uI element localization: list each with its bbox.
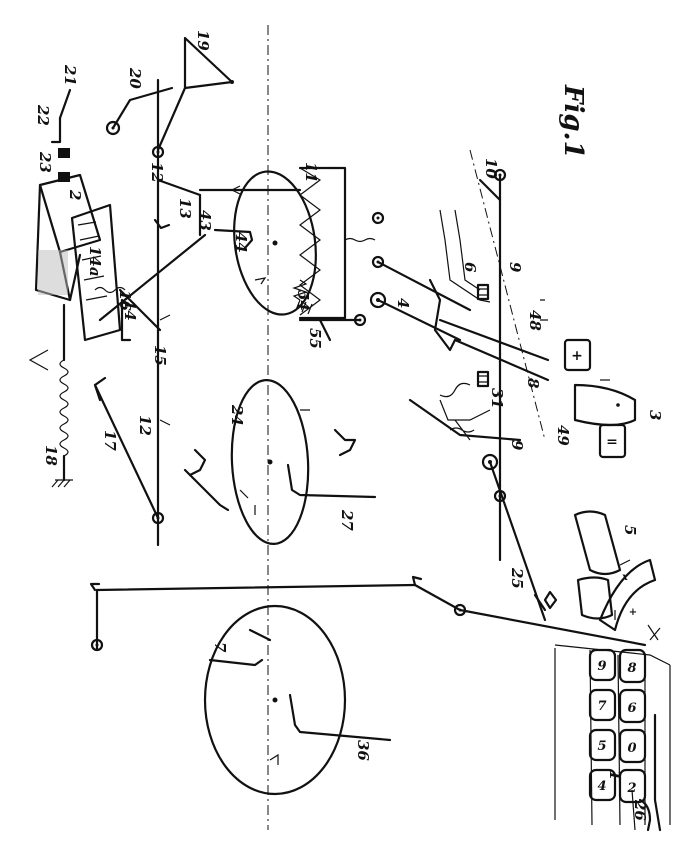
spring-18 bbox=[28, 303, 73, 488]
ref-25: 25 bbox=[508, 567, 526, 589]
minus-key-label: = bbox=[606, 434, 618, 450]
key-7-label: 7 bbox=[597, 699, 606, 714]
ref-27: 27 bbox=[338, 509, 356, 531]
key-4[interactable]: 4 bbox=[588, 768, 617, 802]
ref-9b: 9 bbox=[508, 440, 526, 451]
key-5[interactable]: 5 bbox=[588, 728, 617, 762]
ref-2: 2 bbox=[66, 189, 84, 200]
key-0-label: 0 bbox=[627, 741, 636, 756]
ref-20: 20 bbox=[126, 67, 144, 89]
lever-31 bbox=[439, 370, 491, 421]
ref-18: 18 bbox=[42, 445, 60, 466]
ref-11: 11 bbox=[302, 162, 320, 183]
card-block bbox=[34, 173, 207, 342]
ref-10: 10 bbox=[482, 158, 500, 179]
key-5-label: 5 bbox=[597, 739, 606, 754]
ref-16: 16 bbox=[116, 290, 134, 311]
ref-36: 36 bbox=[354, 740, 372, 761]
control-bar-5[interactable]: x + bbox=[573, 510, 661, 641]
ref-12b: 12 bbox=[136, 415, 154, 436]
figure-title: Fig.1 bbox=[558, 84, 588, 159]
key-0[interactable]: 0 bbox=[618, 728, 647, 764]
disc-7 bbox=[203, 604, 392, 796]
cam-43-44 bbox=[198, 166, 376, 320]
ref-31: 31 bbox=[488, 388, 506, 409]
numeric-keyboard bbox=[554, 644, 671, 832]
ref-6: 6 bbox=[461, 262, 479, 273]
key-6[interactable]: 6 bbox=[618, 688, 647, 724]
key-6-label: 6 bbox=[627, 701, 636, 716]
plus-key-label: + bbox=[571, 348, 583, 364]
bar-times-label: x bbox=[621, 572, 629, 583]
reference-numerals: 1 2 3 4 5 6 7 8 9 9 10 11 12 12 13 14 14… bbox=[34, 30, 664, 821]
key-3[interactable] bbox=[573, 379, 637, 427]
ref-17: 17 bbox=[101, 430, 119, 451]
drive-axis bbox=[469, 149, 546, 441]
ref-54: 54 bbox=[294, 290, 312, 311]
lever-17 bbox=[93, 376, 160, 520]
key-8[interactable]: 8 bbox=[618, 648, 647, 684]
ref-13: 13 bbox=[176, 198, 194, 219]
ref-1: 1 bbox=[606, 770, 624, 780]
key-9-label: 9 bbox=[597, 659, 606, 674]
upper-lever-system bbox=[50, 36, 234, 182]
bar-plus-label: + bbox=[629, 607, 637, 618]
ref-8: 8 bbox=[524, 378, 542, 389]
ref-43: 43 bbox=[196, 210, 214, 231]
ref-15: 15 bbox=[151, 345, 169, 366]
cam-24 bbox=[183, 378, 377, 546]
ref-24: 24 bbox=[228, 404, 246, 426]
bottom-link bbox=[89, 575, 647, 647]
ref-55: 55 bbox=[306, 328, 324, 349]
ref-4: 4 bbox=[394, 298, 412, 308]
ref-14: 14 bbox=[121, 300, 139, 321]
ref-9a: 9 bbox=[506, 262, 524, 273]
key-9[interactable]: 9 bbox=[588, 648, 617, 682]
key-7[interactable]: 7 bbox=[588, 688, 617, 722]
ref-44: 44 bbox=[232, 232, 250, 253]
sign-key-plus[interactable]: + bbox=[563, 338, 592, 372]
ref-3: 3 bbox=[646, 410, 664, 420]
link-12-13 bbox=[153, 178, 202, 426]
key-2-label: 2 bbox=[626, 781, 636, 796]
ref-19: 19 bbox=[194, 30, 212, 51]
ref-5: 5 bbox=[621, 525, 639, 535]
ref-21: 21 bbox=[61, 64, 79, 86]
ref-7: 7 bbox=[211, 642, 229, 653]
key-8-label: 8 bbox=[627, 661, 636, 676]
ref-49: 49 bbox=[554, 425, 572, 446]
ref-12a: 12 bbox=[148, 162, 166, 183]
ref-48: 48 bbox=[526, 310, 544, 331]
key-2[interactable]: 2 bbox=[618, 768, 647, 804]
sign-key-minus[interactable]: = bbox=[598, 423, 627, 459]
pivot-points bbox=[90, 120, 507, 652]
ref-26: 26 bbox=[631, 799, 649, 821]
sign-key-levers bbox=[376, 178, 558, 622]
key-4-label: 4 bbox=[597, 779, 606, 794]
lever-6 bbox=[439, 209, 491, 303]
keyboard-bracket bbox=[638, 798, 652, 832]
ref-22: 22 bbox=[34, 104, 52, 126]
ref-14a: 14a bbox=[86, 246, 104, 277]
ref-23: 23 bbox=[36, 151, 54, 173]
detent-54-55 bbox=[292, 279, 362, 342]
